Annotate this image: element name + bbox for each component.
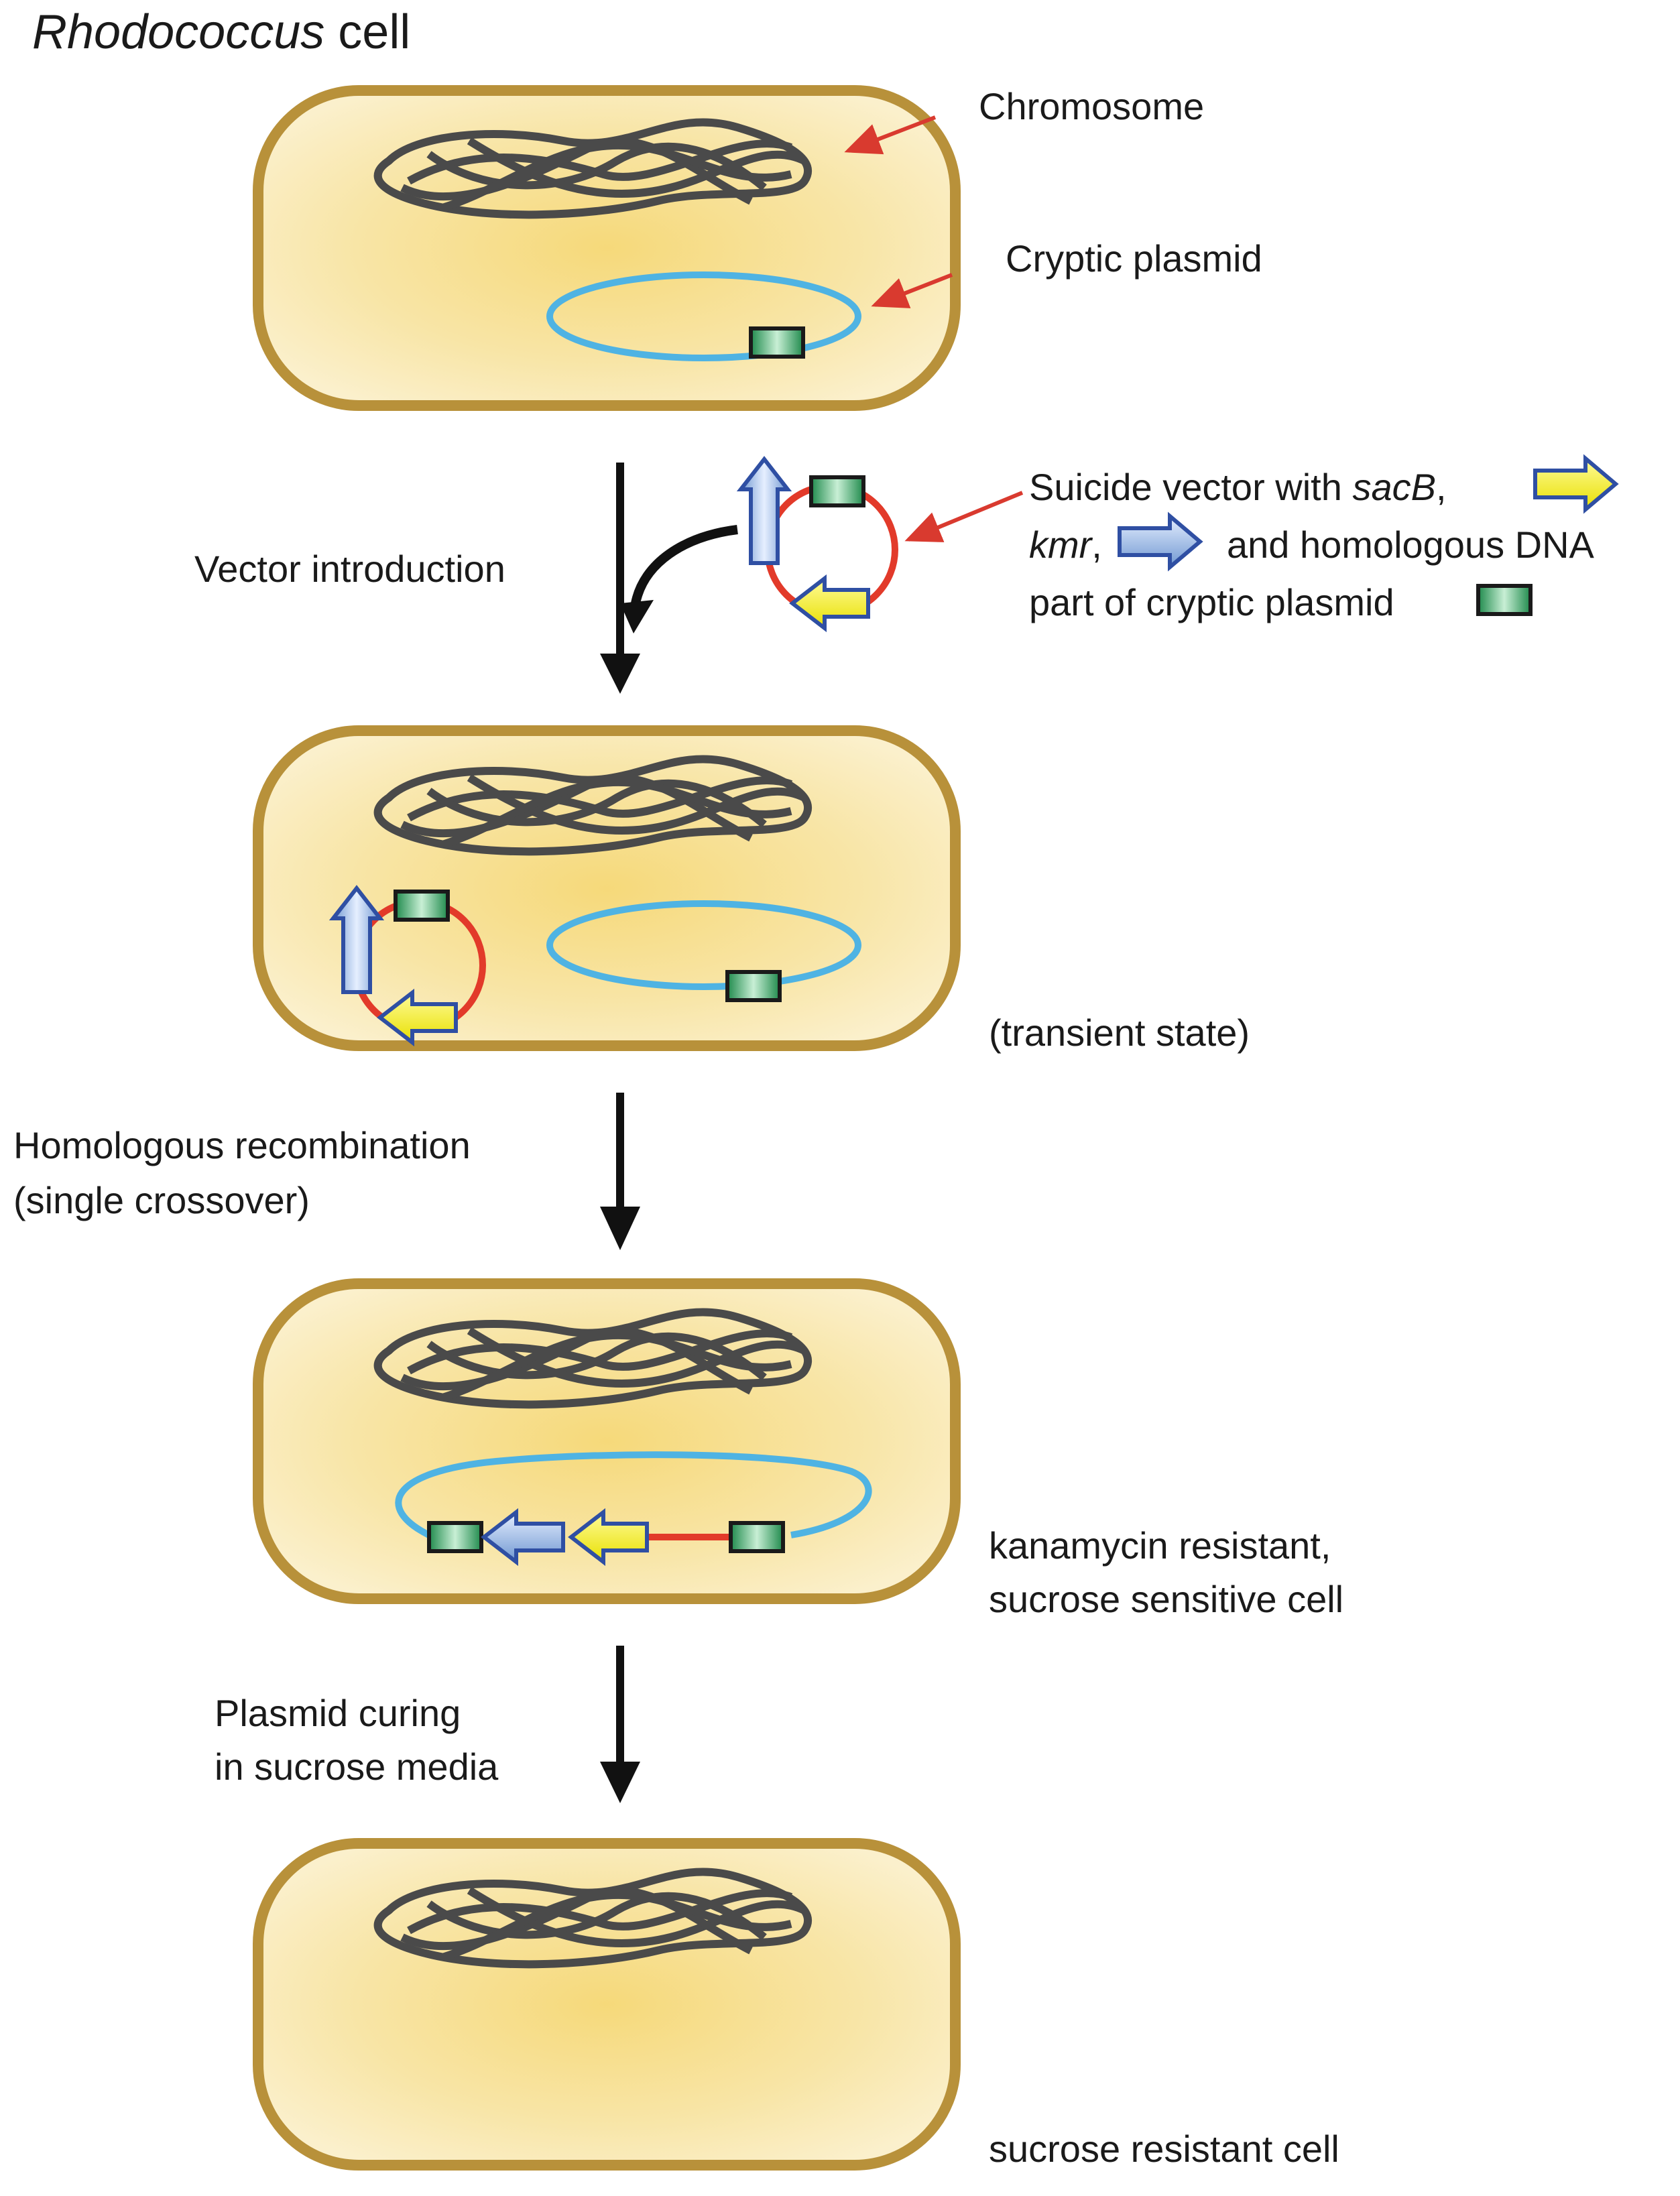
sucrose-sensitive-label: sucrose sensitive cell [989,1578,1343,1620]
integrated-plasmid-icon [395,1451,872,1538]
vector-pointer [904,491,1024,542]
vector-entry-arrowhead [620,600,654,633]
sacb-legend-arrow-icon [1533,454,1619,514]
vector-desc-line-3: part of cryptic plasmid [1029,581,1394,623]
vector-homology-box-icon [396,892,448,920]
chromosome-pointer [844,115,937,155]
title: Rhodococcus cell [32,5,410,59]
homology-box-icon [727,972,780,1000]
homology-legend-box-icon [1478,586,1531,614]
suicide-vector-free [736,456,898,633]
cell-1-membrane [253,85,961,411]
plasmid-curing-label: Plasmid curing [215,1692,461,1734]
sacb-arrow-icon [377,988,458,1047]
kmr-arrow-icon [328,885,385,994]
kmr-legend-arrow-icon [1118,511,1203,572]
title-rest: cell [324,5,410,59]
vector-desc-line-1: Suicide vector with sacB, [1029,466,1447,508]
sacb-arrow-icon [789,574,870,633]
homology-box-left-icon [429,1523,481,1551]
cryptic-plasmid-pointer [871,273,953,308]
cell-4 [253,1838,961,2171]
kmr-gene-label: kmr [1029,524,1093,566]
step-1-arrowhead [600,654,640,694]
vector-homology-box-icon [811,477,863,505]
cryptic-plasmid-icon [546,900,861,990]
homology-box-icon [751,328,803,357]
title-genus: Rhodococcus [32,5,324,59]
kmr-arrow-icon [481,1508,565,1567]
cryptic-plasmid-icon [546,271,861,361]
sacb-gene-label: sacB [1352,466,1436,508]
cell-2 [253,725,961,1051]
vector-entry-arrow [631,525,738,605]
vector-desc-line-2b: and homologous DNA [1227,524,1595,566]
step-3-arrowhead [600,1762,640,1803]
sacb-arrow-icon [568,1508,649,1567]
homologous-recombination-label: Homologous recombination [13,1124,471,1166]
kmr-arrow-icon [736,456,792,565]
kanamycin-resistant-label: kanamycin resistant, [989,1524,1331,1567]
cryptic-plasmid-label: Cryptic plasmid [1006,237,1262,280]
step-2-arrowhead [600,1207,640,1250]
cell-1 [253,85,961,411]
homology-box-right-icon [731,1523,783,1551]
sucrose-media-label: in sucrose media [215,1746,499,1788]
vector-introduction-label: Vector introduction [194,548,505,590]
sucrose-resistant-label: sucrose resistant cell [989,2128,1339,2170]
cell-3 [253,1278,961,1604]
chromosome-label: Chromosome [979,85,1204,127]
vector-desc-line-2a: kmr, [1029,524,1102,566]
transient-state-label: (transient state) [989,1012,1250,1054]
single-crossover-label: (single crossover) [13,1179,310,1221]
